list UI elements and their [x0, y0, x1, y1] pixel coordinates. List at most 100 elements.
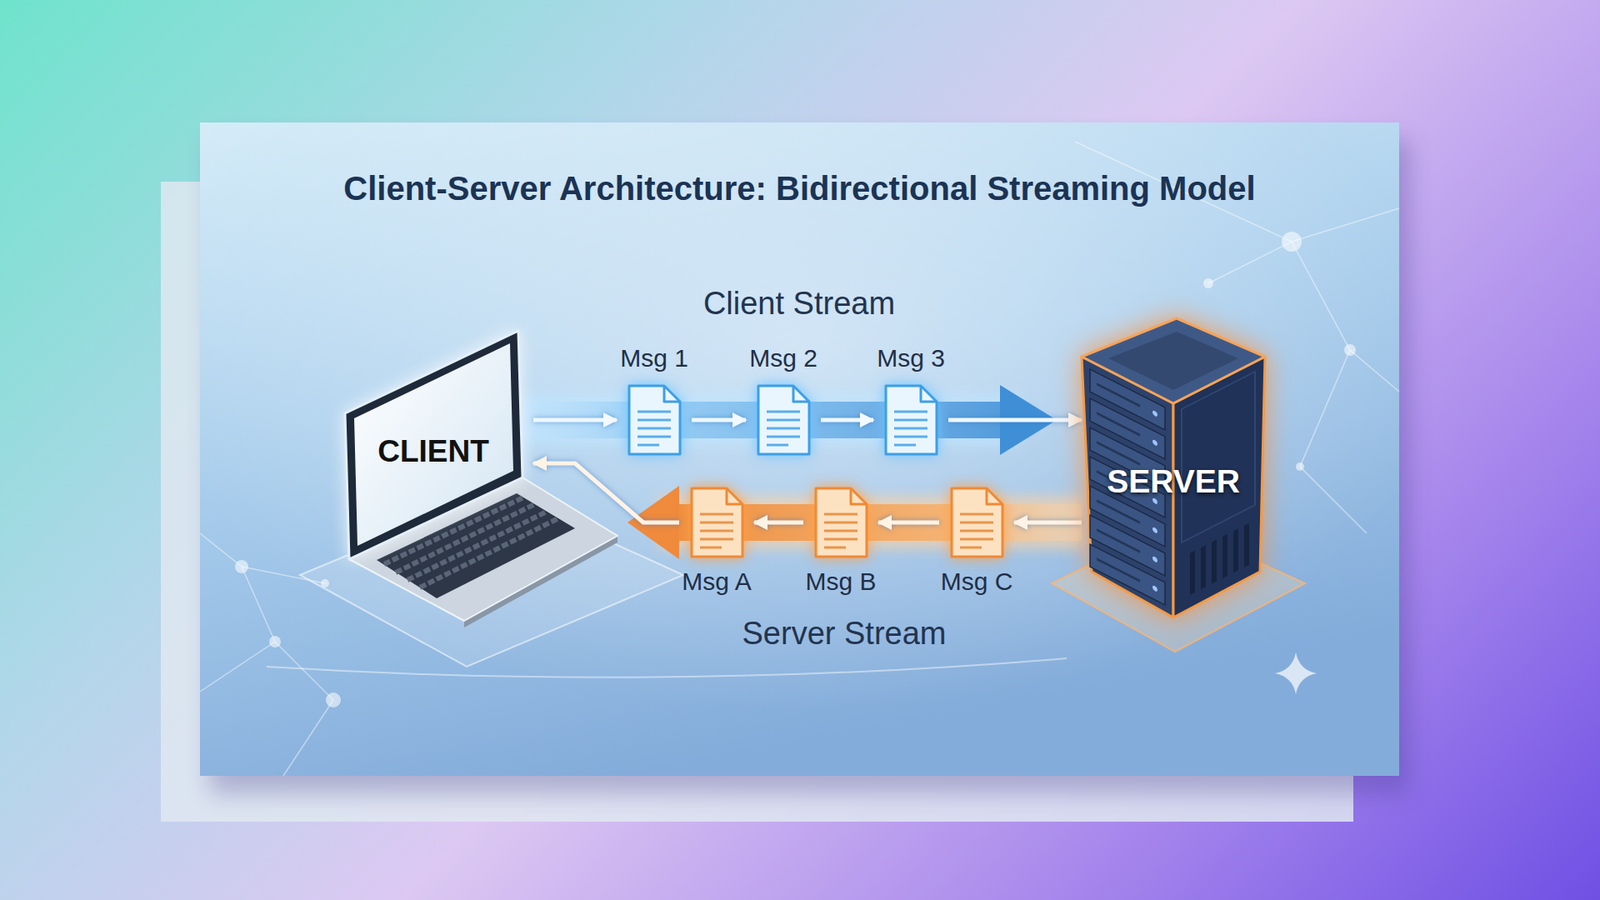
text-line [894, 427, 928, 430]
vent-line [1096, 559, 1140, 581]
stream-arrow [533, 418, 617, 423]
text-line [960, 513, 994, 516]
server-stream-head [627, 485, 680, 560]
text-line [824, 530, 858, 533]
vent-line [1096, 413, 1140, 435]
network-dot [1295, 462, 1305, 471]
network-dot [1344, 344, 1356, 356]
text-line [700, 513, 734, 516]
document-icon [882, 383, 940, 457]
vent-slot [1200, 545, 1206, 590]
node-label: Msg C [939, 569, 1015, 595]
stream-arrow [1014, 520, 1082, 525]
text-line [960, 538, 994, 541]
text-line [700, 546, 722, 550]
stream-arrow [878, 520, 940, 525]
document-page [758, 385, 810, 455]
network-lines [200, 141, 1400, 776]
client-message: Msg 1 [616, 345, 692, 459]
client-message: Msg 3 [873, 345, 949, 459]
text-line [637, 435, 671, 439]
status-light [1152, 526, 1158, 535]
text-line [700, 538, 734, 541]
text-line [637, 444, 660, 447]
vent-slot [1222, 534, 1228, 579]
vent-slot [1190, 550, 1195, 595]
status-light [1152, 439, 1158, 447]
text-line [766, 427, 800, 430]
document-page [691, 488, 743, 557]
network-line [1208, 241, 1292, 284]
card-glow [200, 122, 1400, 776]
slide-card [200, 122, 1400, 776]
stream-label: Server Stream [635, 615, 1053, 652]
text-line [960, 521, 994, 525]
stream-label: Client Stream [590, 285, 1008, 322]
sparkle-star [1275, 652, 1317, 695]
text-line [894, 444, 916, 447]
vent-line [1096, 442, 1140, 465]
network-dots [235, 231, 1356, 708]
text-line [766, 419, 800, 422]
document-icon [812, 485, 870, 560]
text-line [766, 410, 800, 414]
text-line [824, 521, 858, 525]
text-line [700, 521, 734, 525]
text-line [637, 427, 671, 430]
glow-line [266, 658, 1067, 678]
client-laptop: CLIENT [333, 329, 534, 567]
document-page [885, 385, 937, 455]
document-icon [625, 383, 683, 457]
text-line [894, 435, 928, 439]
laptop-bezel [345, 330, 523, 560]
node-label: CLIENT [350, 433, 517, 470]
network-dot [1281, 231, 1302, 252]
document-page [951, 488, 1003, 557]
document-icon [688, 485, 745, 560]
key-row [420, 518, 559, 588]
document-page [815, 488, 867, 557]
network-dot [235, 560, 249, 574]
status-light [1152, 585, 1158, 593]
client-stream-head [1000, 385, 1057, 455]
stream-arrow [820, 418, 874, 423]
status-light [1152, 555, 1158, 564]
vent-slot [1211, 540, 1217, 585]
page-fold [793, 385, 810, 402]
document-icon [948, 485, 1005, 560]
vent-line [1096, 530, 1140, 552]
page-fold [850, 488, 867, 505]
document-page [629, 385, 680, 455]
diagram-title: Client-Server Architecture: Bidirectiona… [200, 166, 1400, 210]
text-line [637, 410, 671, 414]
stream-arrow [754, 520, 804, 525]
text-line [824, 546, 846, 550]
page-fold [920, 385, 937, 402]
text-line [637, 419, 671, 422]
vent-line [1096, 384, 1140, 406]
page-fold [726, 488, 743, 505]
server-tower: SERVER [1081, 316, 1265, 619]
text-line [824, 513, 858, 516]
stream-arrow [691, 418, 746, 423]
status-light [1152, 410, 1158, 418]
network-dot [325, 692, 341, 708]
network-line [1300, 350, 1367, 534]
text-line [766, 435, 800, 439]
text-line [960, 546, 982, 550]
side-panel-frame [1181, 371, 1255, 543]
vent-slot [1233, 528, 1239, 573]
network-line [1291, 241, 1400, 392]
text-line [960, 530, 994, 533]
network-dot [269, 635, 281, 648]
network-line [275, 641, 334, 776]
text-line [894, 419, 928, 422]
network-dot [1203, 278, 1214, 289]
page-fold [664, 385, 680, 402]
page-fold [986, 488, 1003, 505]
server-message: Msg B [803, 485, 879, 595]
vent-slot [1244, 523, 1250, 568]
node-label: Msg 3 [873, 345, 949, 371]
vent-line [1096, 500, 1140, 523]
server-message: Msg C [939, 485, 1015, 595]
